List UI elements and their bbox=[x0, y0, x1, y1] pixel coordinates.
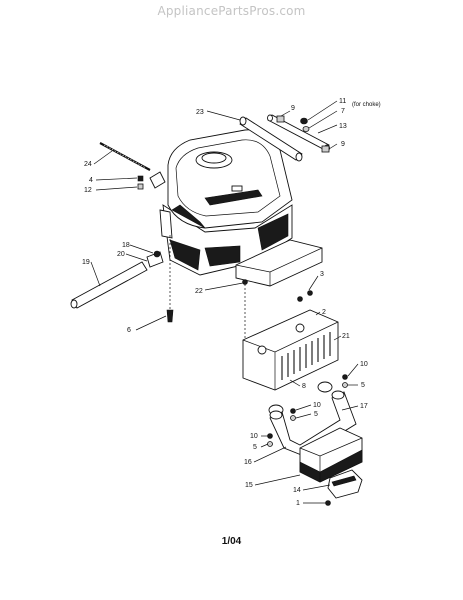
callout-5-mid: 5 bbox=[314, 411, 318, 418]
callout-14: 14 bbox=[293, 487, 301, 494]
callout-21: 21 bbox=[342, 333, 350, 340]
breather-hose-19 bbox=[70, 261, 148, 309]
callout-22: 22 bbox=[195, 288, 203, 295]
lockwasher-5-right bbox=[342, 382, 348, 388]
muffler-guard-21 bbox=[242, 309, 339, 391]
choke-tube-13 bbox=[267, 114, 330, 152]
callout-24: 24 bbox=[84, 161, 92, 168]
callout-9-lower: 9 bbox=[341, 141, 345, 148]
fitting-11 bbox=[300, 117, 308, 125]
callout-2: 2 bbox=[322, 309, 326, 316]
nut-10-right bbox=[342, 374, 348, 380]
callout-numbers: 23 9 11 7 13 9 24 4 12 18 20 19 22 3 2 6… bbox=[82, 98, 381, 507]
muffler-16 bbox=[299, 427, 363, 483]
callout-7: 7 bbox=[341, 108, 345, 115]
lockwasher-5-mid bbox=[290, 415, 296, 421]
choke-note: (for choke) bbox=[352, 102, 381, 108]
callout-5-left: 5 bbox=[253, 444, 257, 451]
callout-6: 6 bbox=[127, 327, 131, 334]
callout-17: 17 bbox=[360, 403, 368, 410]
leader-lines bbox=[90, 100, 359, 504]
screw-1 bbox=[325, 500, 331, 506]
callout-3: 3 bbox=[320, 271, 324, 278]
screw-3a bbox=[297, 296, 303, 302]
lockwasher-5-left bbox=[267, 441, 273, 447]
callout-10-mid: 10 bbox=[313, 402, 321, 409]
callout-15: 15 bbox=[245, 482, 253, 489]
callout-5-right: 5 bbox=[361, 382, 365, 389]
bolt-6 bbox=[166, 309, 174, 323]
gasket-8-right bbox=[317, 381, 333, 393]
washer-7 bbox=[302, 126, 310, 132]
callout-12: 12 bbox=[84, 187, 92, 194]
callout-16: 16 bbox=[244, 459, 252, 466]
heat-shield-22 bbox=[235, 239, 323, 287]
nut-10-left bbox=[267, 433, 273, 439]
callout-4: 4 bbox=[89, 177, 93, 184]
callout-1: 1 bbox=[296, 500, 300, 507]
clamp-9-lower bbox=[321, 145, 330, 153]
callout-8: 8 bbox=[302, 383, 306, 390]
callout-9-top: 9 bbox=[291, 105, 295, 112]
callout-11: 11 bbox=[339, 98, 346, 105]
watermark: AppliancePartsPros.com bbox=[157, 4, 306, 18]
fuel-line-23 bbox=[239, 116, 303, 162]
screw-4 bbox=[137, 175, 144, 182]
nut-10-mid bbox=[290, 408, 296, 414]
screw-12 bbox=[137, 183, 144, 190]
screw-3b bbox=[307, 290, 313, 296]
guard-vents bbox=[281, 332, 331, 380]
tube-bracket bbox=[149, 171, 166, 189]
callout-10-right: 10 bbox=[360, 361, 368, 368]
page-code: 1/04 bbox=[221, 536, 242, 547]
clamp-9-upper bbox=[276, 115, 285, 123]
deflector-14 bbox=[327, 469, 363, 499]
callout-23: 23 bbox=[196, 109, 204, 116]
callout-18: 18 bbox=[122, 242, 130, 249]
screw-22 bbox=[242, 279, 248, 285]
callout-10-left: 10 bbox=[250, 433, 258, 440]
callout-20: 20 bbox=[117, 251, 125, 258]
clip-18 bbox=[153, 250, 161, 258]
callout-13: 13 bbox=[339, 123, 347, 130]
dipstick-24 bbox=[99, 142, 151, 171]
callout-19: 19 bbox=[82, 259, 90, 266]
